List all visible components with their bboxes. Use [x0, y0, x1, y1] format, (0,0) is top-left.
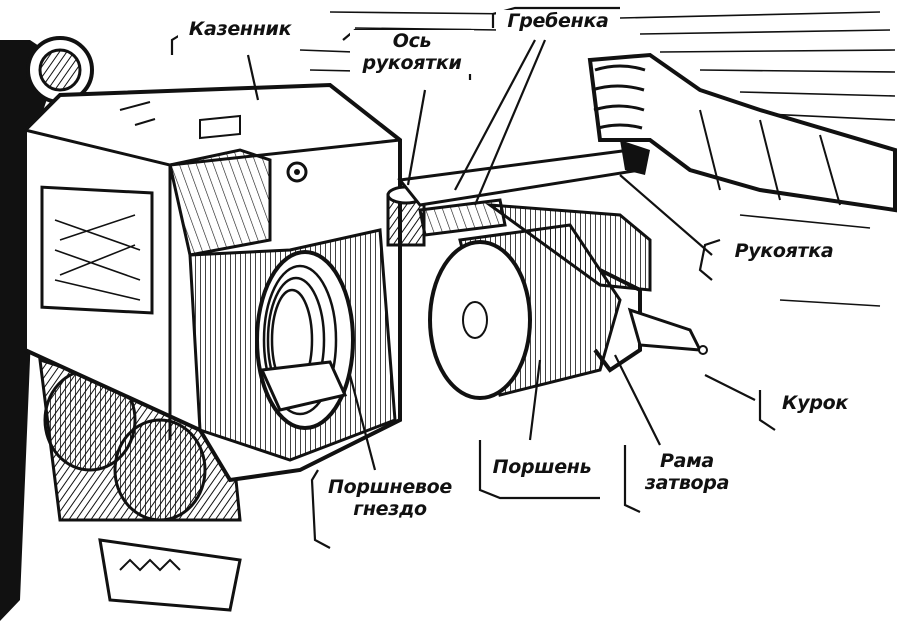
- label-bolt-frame: Рама затвора: [630, 450, 744, 494]
- label-handle-axis: Ось рукоятки: [350, 30, 474, 74]
- label-trigger: Курок: [768, 392, 862, 414]
- label-handle: Рукоятка: [722, 240, 846, 262]
- bolt-frame: [593, 268, 708, 373]
- operator-hand: [587, 52, 897, 213]
- label-rack: Гребенка: [496, 10, 620, 32]
- label-piston: Поршень: [485, 456, 599, 478]
- leader-lines: [170, 6, 776, 549]
- piston: [428, 223, 622, 400]
- gun-mount-left: [0, 36, 242, 621]
- label-breech: Казенник: [178, 18, 302, 40]
- piston-seat-opening: [255, 250, 355, 430]
- label-piston-seat: Поршневое гнездо: [318, 476, 462, 520]
